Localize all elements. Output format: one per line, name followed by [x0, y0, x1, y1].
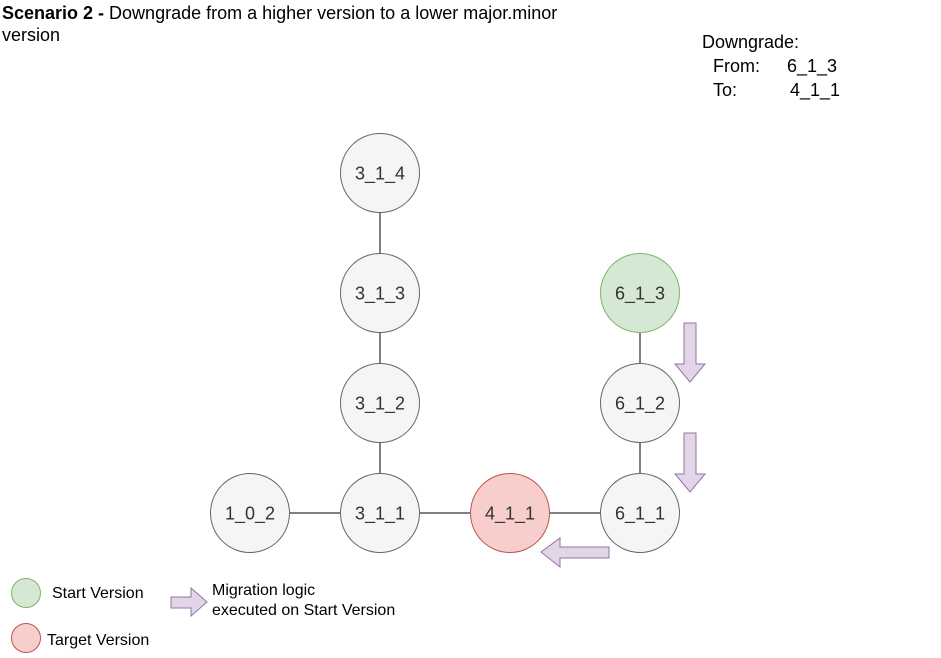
from-value: 6_1_3	[787, 56, 838, 76]
migration-arrow-left-icon	[540, 537, 610, 569]
edges-layer	[289, 212, 641, 514]
from-row: From: 6_1_3	[702, 54, 840, 78]
version-node-label: 6_1_3	[615, 284, 665, 305]
legend-start-label: Start Version	[52, 585, 144, 602]
migration-arrow-down-icon	[673, 322, 707, 383]
version-node-6_1_2: 6_1_2	[600, 363, 680, 443]
version-node-label: 1_0_2	[225, 504, 275, 525]
version-node-circle	[600, 253, 680, 333]
downgrade-heading: Downgrade:	[702, 32, 800, 52]
version-node-label: 3_1_4	[355, 164, 405, 185]
from-label: From:	[713, 56, 760, 76]
legend-migration-label: Migration logic executed on Start Versio…	[212, 581, 395, 621]
legend-target-swatch	[11, 623, 41, 653]
version-node-circle	[600, 363, 680, 443]
to-label: To:	[713, 80, 738, 100]
legend-migration-line1: Migration logic	[212, 582, 316, 599]
version-node-4_1_1: 4_1_1	[470, 473, 550, 553]
version-node-3_1_2: 3_1_2	[340, 363, 420, 443]
legend-migration-arrow-icon	[170, 586, 208, 618]
nodes-layer: 3_1_4 3_1_3 3_1_2 3_1_1 1_0_2 4_1_1 6_1_3 6_1_2…	[210, 133, 680, 553]
version-node-label: 3_1_2	[355, 394, 405, 415]
version-node-6_1_3: 6_1_3	[600, 253, 680, 333]
version-node-3_1_1: 3_1_1	[340, 473, 420, 553]
version-node-circle	[340, 253, 420, 333]
legend-start-swatch	[11, 578, 41, 608]
version-node-label: 6_1_2	[615, 394, 665, 415]
version-node-1_0_2: 1_0_2	[210, 473, 290, 553]
to-value: 4_1_1	[790, 80, 841, 100]
version-node-3_1_4: 3_1_4	[340, 133, 420, 213]
version-node-circle	[340, 363, 420, 443]
scenario-title: Scenario 2 - Downgrade from a higher ver…	[2, 2, 562, 46]
version-node-circle	[340, 473, 420, 553]
version-node-6_1_1: 6_1_1	[600, 473, 680, 553]
version-node-3_1_3: 3_1_3	[340, 253, 420, 333]
version-node-circle	[600, 473, 680, 553]
version-node-label: 6_1_1	[615, 504, 665, 525]
scenario-title-text: Downgrade from a higher version to a low…	[2, 3, 558, 45]
version-node-label: 4_1_1	[485, 504, 535, 525]
version-node-circle	[210, 473, 290, 553]
legend-migration-line2: executed on Start Version	[212, 602, 396, 619]
version-node-label: 3_1_1	[355, 504, 405, 525]
scenario-title-bold: Scenario 2 -	[2, 3, 105, 23]
to-row: To: 4_1_1	[702, 78, 840, 102]
version-node-label: 3_1_3	[355, 284, 405, 305]
migration-arrow-down-icon	[673, 432, 707, 493]
version-node-circle	[340, 133, 420, 213]
downgrade-info: Downgrade: From: 6_1_3 To: 4_1_1	[702, 30, 840, 102]
version-node-circle	[470, 473, 550, 553]
legend-target-label: Target Version	[47, 632, 150, 649]
